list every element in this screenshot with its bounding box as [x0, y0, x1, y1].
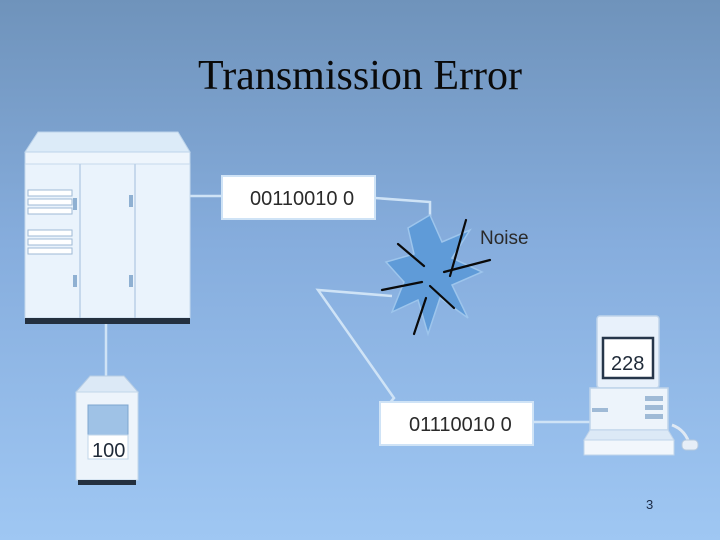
noise-burst-icon	[382, 215, 490, 334]
terminal-icon: 100	[76, 376, 138, 485]
noise-to-received-line	[318, 290, 394, 412]
sender-value-label: 100	[92, 440, 125, 462]
received-bits-box: 01110010 0	[380, 402, 533, 445]
noise-label: Noise	[480, 228, 529, 249]
sent-bits-label: 00110010 0	[250, 188, 354, 210]
page-number: 3	[646, 497, 653, 512]
received-bits-label: 01110010 0	[409, 414, 512, 436]
mainframe-icon	[25, 132, 190, 324]
sent-bits-box: 00110010 0	[222, 176, 375, 219]
receiver-value-label: 228	[611, 353, 644, 375]
desktop-computer-icon: 228	[584, 316, 698, 455]
